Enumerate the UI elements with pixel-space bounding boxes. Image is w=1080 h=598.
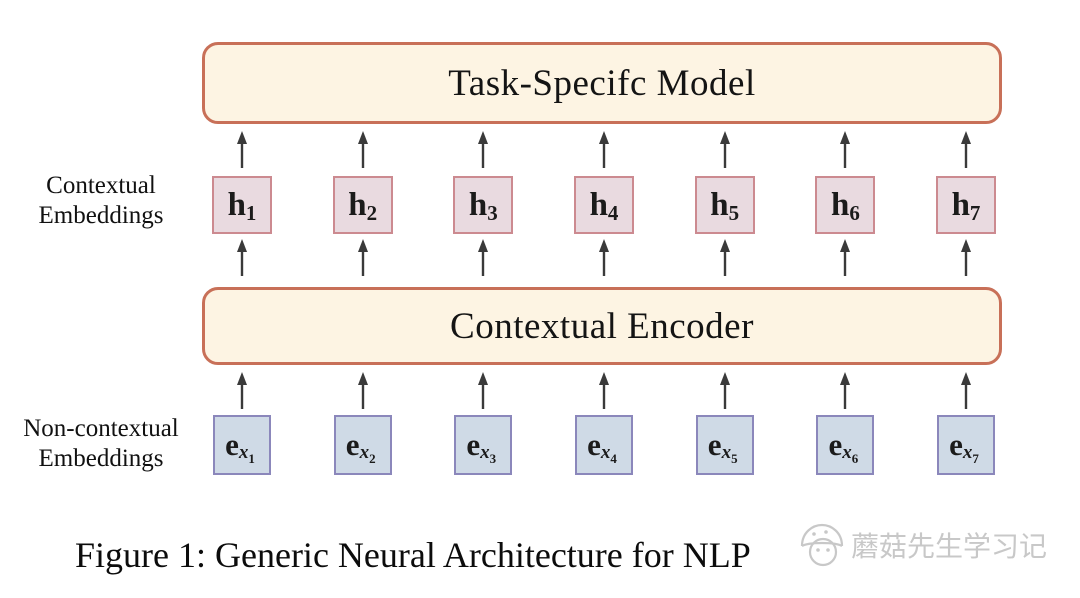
up-arrow-icon	[237, 239, 247, 276]
watermark: 蘑菇先生学习记	[797, 520, 1047, 570]
up-arrow-icon	[719, 239, 730, 276]
up-arrow-icon	[237, 372, 247, 409]
up-arrow-icon	[840, 239, 851, 276]
up-arrow-icon	[478, 372, 489, 409]
task-specific-model-box: Task-Specifc Model	[202, 42, 1002, 124]
up-arrow-icon	[840, 131, 851, 168]
task-specific-model-label: Task-Specifc Model	[448, 62, 756, 104]
contextual-encoder-label: Contextual Encoder	[450, 305, 754, 347]
up-arrow-icon	[599, 372, 609, 409]
up-arrow-icon	[961, 131, 972, 168]
mushroom-icon	[800, 523, 844, 567]
contextual-encoder-box: Contextual Encoder	[202, 287, 1002, 365]
up-arrow-icon	[961, 372, 972, 409]
up-arrow-icon	[357, 239, 368, 276]
up-arrow-icon	[840, 372, 851, 409]
up-arrow-icon	[478, 239, 489, 276]
up-arrow-icon	[357, 372, 368, 409]
up-arrow-icon	[357, 131, 368, 168]
watermark-text: 蘑菇先生学习记	[851, 532, 1048, 563]
up-arrow-icon	[478, 131, 489, 168]
contextual-embeddings-label: Contextual Embeddings	[38, 172, 164, 229]
non-contextual-embeddings-label: Non-contextual Embeddings	[23, 415, 179, 472]
up-arrow-icon	[237, 131, 247, 168]
up-arrow-icon	[961, 239, 972, 276]
up-arrow-icon	[719, 372, 730, 409]
up-arrow-icon	[599, 131, 609, 168]
up-arrow-icon	[599, 239, 609, 276]
figure-caption: Figure 1: Generic Neural Architecture fo…	[75, 535, 751, 575]
up-arrow-icon	[719, 131, 730, 168]
